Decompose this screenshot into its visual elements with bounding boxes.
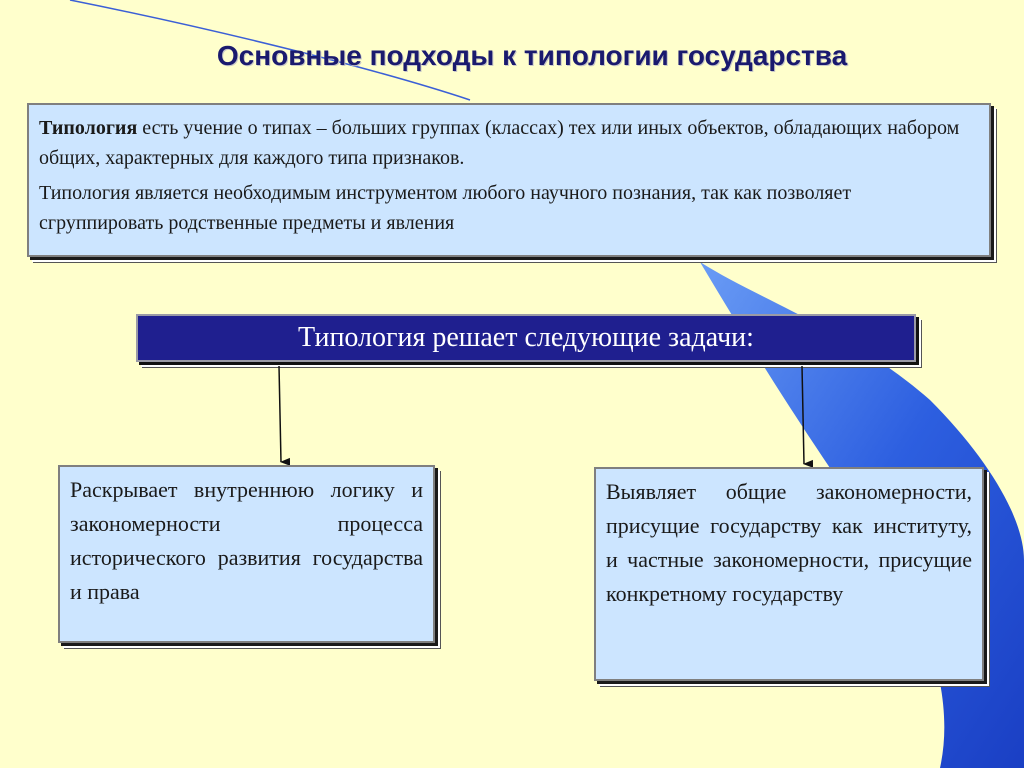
task-box-left: Раскрывает внутреннюю логику и закономер…: [58, 465, 435, 643]
task-box-right: Выявляет общие закономерности, присущие …: [594, 467, 984, 681]
definition-box: Типология есть учение о типах – больших …: [27, 103, 991, 257]
definition-text-2: Типология является необходимым инструмен…: [39, 182, 852, 234]
definition-text-1: есть учение о типах – больших группах (к…: [39, 117, 960, 169]
tasks-header: Типология решает следующие задачи:: [136, 314, 916, 362]
definition-term: Типология: [39, 117, 138, 139]
decor-line: [69, 0, 471, 101]
definition-paragraph-1: Типология есть учение о типах – больших …: [39, 113, 979, 173]
slide-title: Основные подходы к типологии государства: [216, 40, 848, 71]
